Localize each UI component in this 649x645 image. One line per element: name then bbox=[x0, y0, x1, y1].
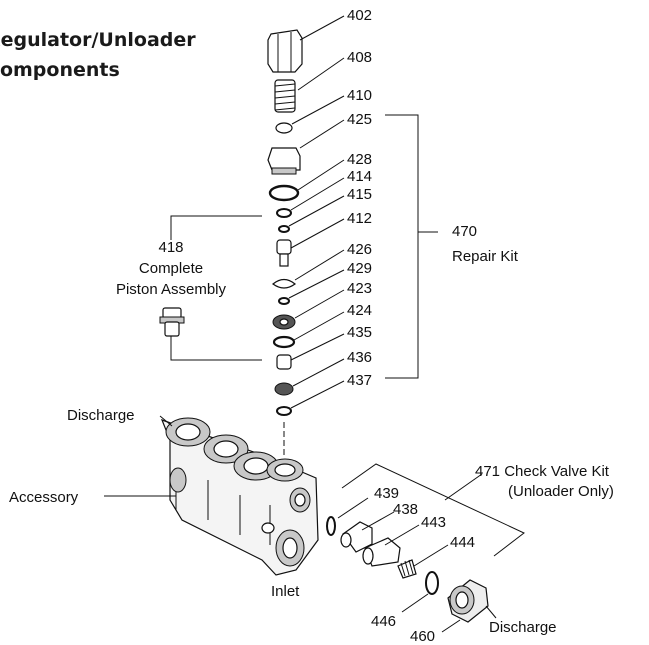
label-438: 438 bbox=[393, 501, 418, 518]
part-425-seat bbox=[267, 147, 301, 175]
label-437: 437 bbox=[347, 372, 372, 389]
leader-discharge-top bbox=[159, 415, 173, 427]
label-460: 460 bbox=[410, 628, 435, 645]
repair-kit-bracket bbox=[385, 114, 438, 379]
piston-assembly-number: 418 bbox=[158, 239, 183, 256]
part-429-ring bbox=[278, 297, 290, 305]
part-436-seal bbox=[274, 382, 294, 396]
label-408: 408 bbox=[347, 49, 372, 66]
label-426: 426 bbox=[347, 241, 372, 258]
label-402: 402 bbox=[347, 7, 372, 24]
part-423-bushing bbox=[272, 314, 296, 330]
part-426-clip bbox=[272, 278, 296, 289]
part-402-cap-nut bbox=[267, 29, 303, 73]
diagram-title-line2: Components bbox=[0, 59, 120, 81]
part-424-o-ring bbox=[272, 335, 296, 349]
label-discharge-bottom: Discharge bbox=[489, 619, 557, 636]
label-429: 429 bbox=[347, 260, 372, 277]
part-412-piston bbox=[276, 239, 292, 267]
diagram-title-line1: Regulator/Unloader bbox=[0, 29, 196, 51]
check-valve-kit-line1: 471 Check Valve Kit bbox=[475, 463, 610, 480]
label-414: 414 bbox=[347, 168, 372, 185]
label-439: 439 bbox=[374, 485, 399, 502]
part-414-ring bbox=[276, 208, 292, 218]
label-410: 410 bbox=[347, 87, 372, 104]
label-accessory: Accessory bbox=[9, 489, 79, 506]
piston-assembly-line1: Complete bbox=[139, 260, 203, 277]
part-439-o-ring bbox=[326, 516, 336, 536]
label-412: 412 bbox=[347, 210, 372, 227]
repair-kit-label: Repair Kit bbox=[452, 248, 519, 265]
label-discharge-top: Discharge bbox=[67, 407, 135, 424]
label-423: 423 bbox=[347, 280, 372, 297]
part-435-stem bbox=[276, 354, 292, 370]
part-428-o-ring bbox=[268, 184, 300, 202]
label-444: 444 bbox=[450, 534, 475, 551]
part-460-fitting bbox=[447, 579, 489, 623]
label-inlet: Inlet bbox=[271, 583, 300, 600]
repair-kit-number: 470 bbox=[452, 223, 477, 240]
part-444-spring bbox=[397, 559, 417, 579]
part-443-poppet bbox=[362, 537, 401, 567]
leader-lines-check-valve bbox=[337, 497, 497, 633]
label-428: 428 bbox=[347, 151, 372, 168]
label-443: 443 bbox=[421, 514, 446, 531]
part-415-ring bbox=[278, 225, 290, 233]
label-436: 436 bbox=[347, 349, 372, 366]
label-435: 435 bbox=[347, 324, 372, 341]
part-437-ring bbox=[276, 406, 292, 416]
label-424: 424 bbox=[347, 302, 372, 319]
label-446: 446 bbox=[371, 613, 396, 630]
part-418-piston-assembly bbox=[159, 307, 185, 337]
check-valve-bracket bbox=[341, 463, 525, 557]
leader-lines-stack bbox=[288, 15, 345, 409]
piston-assembly-bracket bbox=[170, 215, 262, 361]
label-425: 425 bbox=[347, 111, 372, 128]
part-446-o-ring bbox=[425, 571, 439, 595]
part-410-washer bbox=[275, 122, 293, 134]
label-415: 415 bbox=[347, 186, 372, 203]
part-438-check-body bbox=[340, 521, 373, 553]
part-408-spring bbox=[274, 79, 296, 113]
check-valve-kit-line2: (Unloader Only) bbox=[508, 483, 614, 500]
piston-assembly-line2: Piston Assembly bbox=[116, 281, 227, 298]
valve-body bbox=[160, 417, 319, 576]
